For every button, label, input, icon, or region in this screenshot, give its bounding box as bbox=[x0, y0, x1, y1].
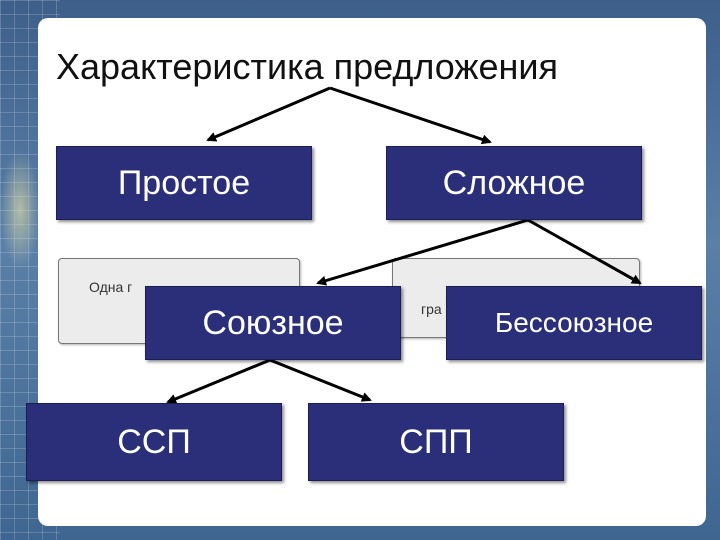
node-union-label: Союзное bbox=[202, 303, 344, 342]
scroll-right-text: гра bbox=[421, 301, 442, 317]
node-ssp-label: ССП bbox=[117, 422, 191, 461]
node-nonunion: Бессоюзное bbox=[446, 286, 702, 360]
arrow-union-spp bbox=[269, 358, 372, 402]
node-spp: СПП bbox=[308, 403, 564, 481]
node-union: Союзное bbox=[145, 286, 401, 360]
arrow-complex-nonunion bbox=[527, 218, 642, 285]
node-simple-label: Простое bbox=[117, 163, 251, 202]
node-ssp: ССП bbox=[26, 403, 282, 481]
node-simple: Простое bbox=[56, 146, 312, 220]
arrow-title-simple bbox=[206, 86, 331, 142]
arrow-union-ssp bbox=[166, 358, 271, 404]
node-complex: Сложное bbox=[386, 146, 642, 220]
node-nonunion-label: Бессоюзное bbox=[494, 307, 654, 338]
node-complex-label: Сложное bbox=[442, 163, 586, 202]
glow-decoration bbox=[0, 150, 40, 270]
node-spp-label: СПП bbox=[399, 422, 473, 461]
scroll-left-text: Одна г bbox=[89, 279, 133, 295]
arrow-title-complex bbox=[329, 86, 492, 145]
diagram-title: Характеристика предложения bbox=[56, 46, 558, 87]
arrow-complex-union bbox=[316, 218, 529, 286]
